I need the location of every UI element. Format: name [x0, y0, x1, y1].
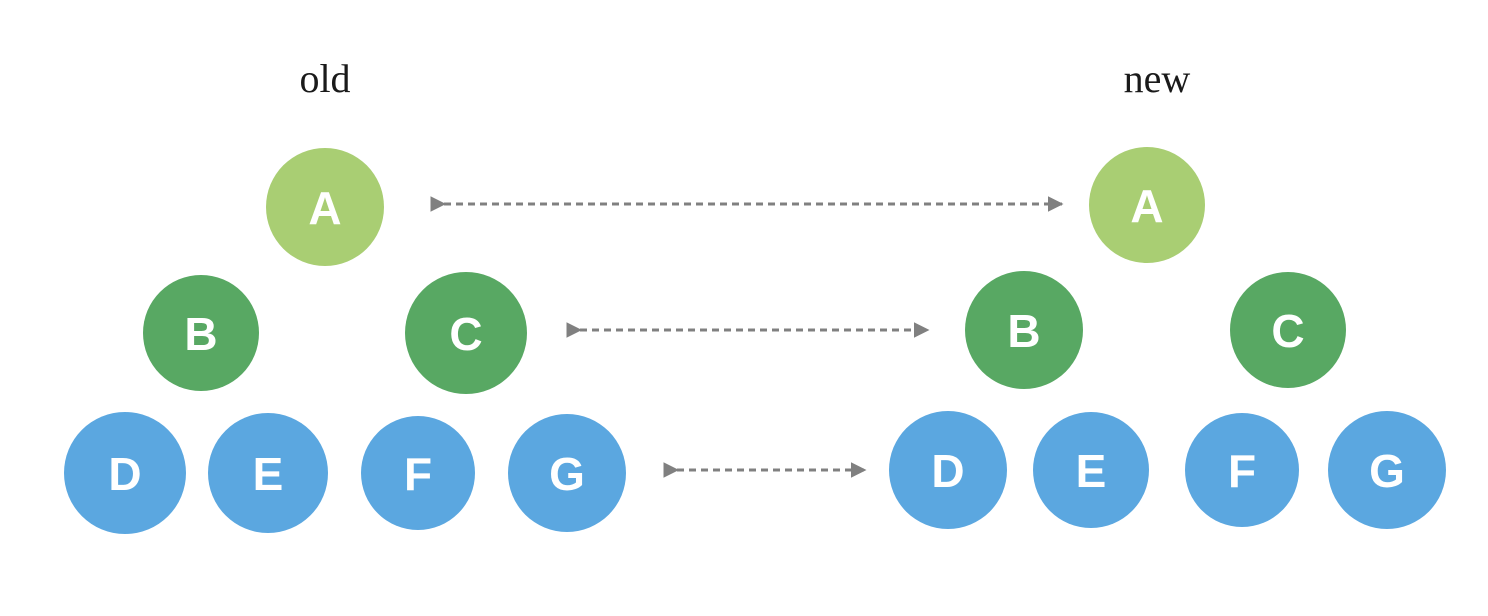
nodes-layer: A B C D E F G A B C D E F G — [64, 147, 1446, 534]
node-old-a[interactable]: A — [266, 148, 384, 266]
node-old-f[interactable]: F — [361, 416, 475, 530]
tree-caption-new: new — [1124, 56, 1191, 101]
node-old-g[interactable]: G — [508, 414, 626, 532]
tree-labels-layer: old new — [299, 56, 1190, 101]
node-circle-old-g[interactable] — [508, 414, 626, 532]
node-circle-new-e[interactable] — [1033, 412, 1149, 528]
tree-old: A B C D E F G — [64, 148, 626, 534]
node-circle-old-c[interactable] — [405, 272, 527, 394]
tree-new: A B C D E F G — [889, 147, 1446, 529]
node-circle-new-a[interactable] — [1089, 147, 1205, 263]
node-label-new-a: A — [1130, 180, 1163, 232]
node-circle-new-c[interactable] — [1230, 272, 1346, 388]
node-circle-new-b[interactable] — [965, 271, 1083, 389]
node-new-g[interactable]: G — [1328, 411, 1446, 529]
node-label-new-d: D — [931, 445, 964, 497]
node-label-new-c: C — [1271, 305, 1304, 357]
node-new-a[interactable]: A — [1089, 147, 1205, 263]
node-label-old-g: G — [549, 448, 585, 500]
node-new-c[interactable]: C — [1230, 272, 1346, 388]
node-circle-old-a[interactable] — [266, 148, 384, 266]
node-new-e[interactable]: E — [1033, 412, 1149, 528]
node-old-b[interactable]: B — [143, 275, 259, 391]
node-label-old-f: F — [404, 448, 432, 500]
node-circle-old-f[interactable] — [361, 416, 475, 530]
node-label-old-e: E — [253, 448, 284, 500]
node-circle-new-f[interactable] — [1185, 413, 1299, 527]
node-new-b[interactable]: B — [965, 271, 1083, 389]
node-label-new-f: F — [1228, 445, 1256, 497]
node-label-new-g: G — [1369, 445, 1405, 497]
node-old-e[interactable]: E — [208, 413, 328, 533]
node-old-c[interactable]: C — [405, 272, 527, 394]
tree-caption-old: old — [299, 56, 350, 101]
node-label-old-b: B — [184, 308, 217, 360]
node-label-new-e: E — [1076, 445, 1107, 497]
node-circle-old-b[interactable] — [143, 275, 259, 391]
connectors-layer — [430, 196, 1064, 478]
node-circle-old-e[interactable] — [208, 413, 328, 533]
node-new-f[interactable]: F — [1185, 413, 1299, 527]
node-circle-new-g[interactable] — [1328, 411, 1446, 529]
node-label-old-d: D — [108, 448, 141, 500]
node-old-d[interactable]: D — [64, 412, 186, 534]
node-label-old-c: C — [449, 308, 482, 360]
node-circle-old-d[interactable] — [64, 412, 186, 534]
node-new-d[interactable]: D — [889, 411, 1007, 529]
node-circle-new-d[interactable] — [889, 411, 1007, 529]
node-label-new-b: B — [1007, 305, 1040, 357]
node-label-old-a: A — [308, 182, 341, 234]
